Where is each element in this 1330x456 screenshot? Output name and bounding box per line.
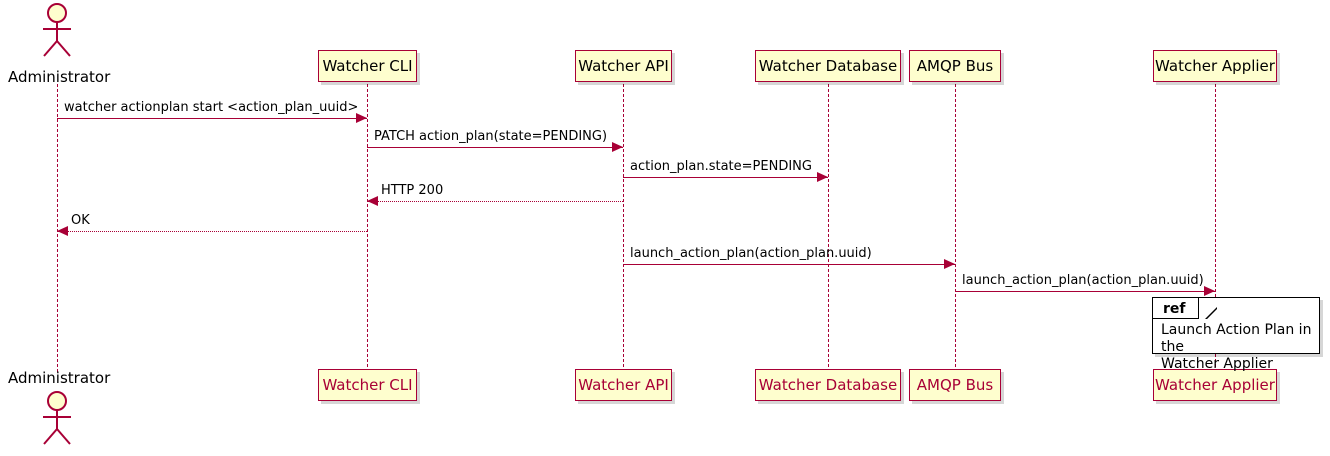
message-label: OK (71, 213, 90, 228)
participant-footer-watcher-database[interactable]: Watcher Database (755, 369, 901, 401)
arrowhead-left (57, 226, 68, 236)
participant-header-watcher-applier[interactable]: Watcher Applier (1153, 50, 1277, 82)
message-line (57, 118, 367, 119)
fragment-tag-notch-icon (1205, 298, 1217, 319)
lifeline-watcher-api (623, 84, 624, 372)
lifeline-amqp-bus (955, 84, 956, 372)
message-label: watcher actionplan start <action_plan_uu… (64, 100, 359, 115)
message-line (367, 201, 623, 202)
message-line (623, 177, 828, 178)
arrowhead-right (1204, 286, 1215, 296)
fragment-body-text: Launch Action Plan in the Watcher Applie… (1161, 322, 1312, 372)
message-line (955, 291, 1215, 292)
fragment-tag-label: ref (1153, 298, 1199, 319)
participant-label-administrator: Administrator (8, 68, 111, 86)
message-label: HTTP 200 (381, 183, 444, 198)
arrowhead-left (367, 196, 378, 206)
message-label: launch_action_plan(action_plan.uuid) (630, 246, 872, 261)
participant-label-administrator: Administrator (8, 369, 111, 387)
participant-header-watcher-database[interactable]: Watcher Database (755, 50, 901, 82)
arrowhead-right (612, 142, 623, 152)
participant-header-watcher-api[interactable]: Watcher API (575, 50, 672, 82)
actor-figure-administrator (34, 2, 80, 62)
message-label: action_plan.state=PENDING (630, 159, 812, 174)
participant-footer-watcher-applier[interactable]: Watcher Applier (1153, 369, 1277, 401)
arrowhead-right (356, 113, 367, 123)
participant-footer-watcher-api[interactable]: Watcher API (575, 369, 672, 401)
message-label: PATCH action_plan(state=PENDING) (374, 129, 608, 144)
actor-figure-administrator (34, 390, 80, 450)
participant-footer-amqp-bus[interactable]: AMQP Bus (909, 369, 1001, 401)
message-label: launch_action_plan(action_plan.uuid) (962, 273, 1204, 288)
message-line (623, 264, 955, 265)
message-line (57, 231, 367, 232)
participant-header-amqp-bus[interactable]: AMQP Bus (909, 50, 1001, 82)
participant-header-watcher-cli[interactable]: Watcher CLI (318, 50, 417, 82)
message-line (367, 147, 623, 148)
participant-footer-watcher-cli[interactable]: Watcher CLI (318, 369, 417, 401)
lifeline-watcher-cli (367, 84, 368, 372)
arrowhead-right (944, 259, 955, 269)
lifeline-watcher-database (828, 84, 829, 372)
arrowhead-right (817, 172, 828, 182)
lifeline-watcher-applier (1215, 84, 1216, 372)
